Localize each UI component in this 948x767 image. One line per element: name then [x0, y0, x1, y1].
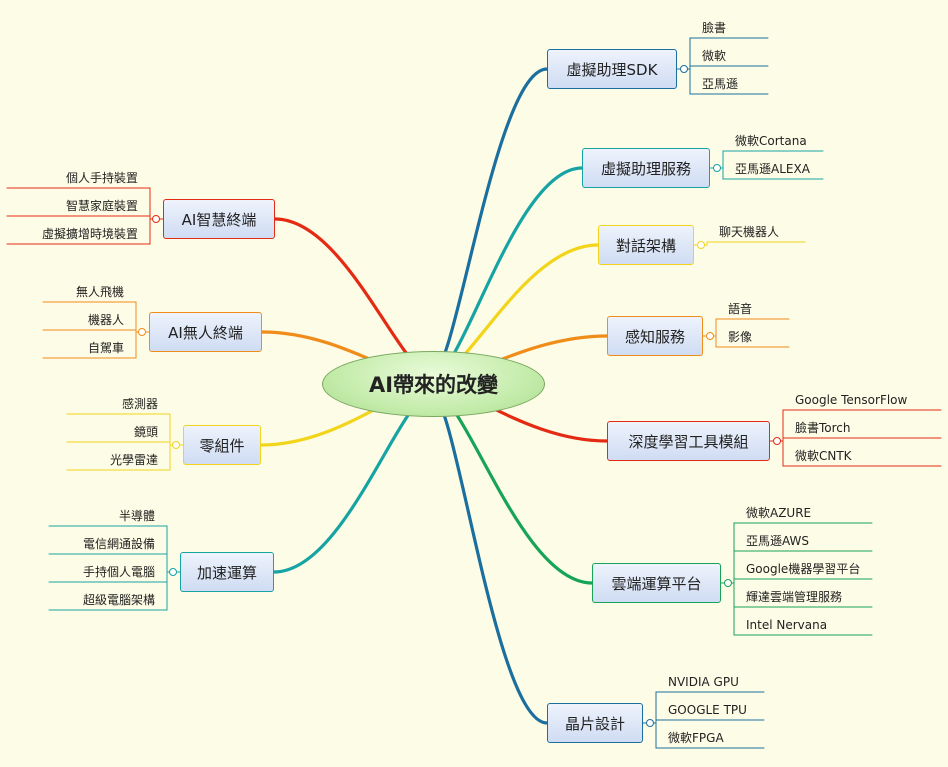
branch-line [431, 166, 584, 378]
leaf-label[interactable]: 半導體 [118, 509, 155, 523]
leaf-label[interactable]: 智慧家庭裝置 [65, 199, 138, 213]
leaf-connector [653, 719, 765, 724]
leaf-connector [48, 571, 170, 611]
leaf-label[interactable]: 光學雷達 [109, 453, 158, 467]
leaf-label[interactable]: 超級電腦架構 [82, 593, 155, 607]
collapse-toggle-icon[interactable] [773, 437, 781, 445]
topic-2[interactable]: 虛擬助理服務 [582, 148, 710, 188]
leaf-label[interactable]: Google機器學習平台 [746, 562, 861, 576]
leaf-label[interactable]: 微軟CNTK [795, 449, 852, 463]
leaf-connector [653, 722, 765, 749]
leaf-label[interactable]: 亞馬遜AWS [746, 534, 810, 548]
leaf-label[interactable]: 虛擬擴增時境裝置 [41, 227, 138, 241]
collapse-toggle-icon[interactable] [169, 568, 177, 576]
leaf-connector [687, 65, 769, 70]
leaf-connector [780, 440, 942, 467]
topic-5[interactable]: 深度學習工具模組 [607, 421, 770, 461]
leaf-label[interactable]: 語音 [728, 302, 753, 316]
leaf-connector [780, 437, 942, 442]
leaf-label[interactable]: 電信網通設備 [82, 537, 155, 551]
topic-3[interactable]: 對話架構 [598, 225, 694, 265]
leaf-connector [687, 37, 769, 70]
branch-line [431, 67, 549, 375]
leaf-label[interactable]: 自駕車 [87, 341, 124, 355]
collapse-toggle-icon[interactable] [646, 719, 654, 727]
topic-9[interactable]: AI無人終端 [149, 312, 262, 352]
leaf-label[interactable]: 微軟AZURE [746, 506, 812, 520]
leaf-label[interactable]: 影像 [728, 330, 753, 344]
leaf-label[interactable]: 微軟 [702, 49, 727, 63]
collapse-toggle-icon[interactable] [680, 65, 688, 73]
leaf-connector [66, 444, 173, 471]
leaf-label[interactable]: 臉書 [702, 21, 727, 35]
leaf-label[interactable]: 聊天機器人 [719, 225, 780, 239]
leaf-label[interactable]: 微軟FPGA [668, 731, 724, 745]
leaf-label[interactable]: 臉書Torch [795, 421, 851, 435]
leaf-connector [66, 441, 173, 446]
leaf-label[interactable]: 微軟Cortana [735, 134, 807, 148]
leaf-label[interactable]: 機器人 [87, 313, 124, 327]
topic-8[interactable]: AI智慧終端 [163, 199, 275, 239]
leaf-connector [704, 241, 806, 246]
leaf-connector [6, 218, 153, 245]
leaf-label[interactable]: 感測器 [121, 397, 158, 411]
topic-1[interactable]: 虛擬助理SDK [547, 49, 677, 89]
leaf-connector [687, 68, 769, 95]
leaf-label[interactable]: GOOGLE TPU [668, 703, 747, 717]
leaf-connector [42, 331, 139, 359]
leaf-label[interactable]: 亞馬遜 [702, 77, 739, 91]
topic-6[interactable]: 雲端運算平台 [592, 563, 721, 603]
leaf-connector [731, 582, 873, 636]
collapse-toggle-icon[interactable] [724, 579, 732, 587]
topic-10[interactable]: 零組件 [183, 425, 261, 465]
topic-4[interactable]: 感知服務 [607, 316, 703, 356]
leaf-label[interactable]: 亞馬遜ALEXA [735, 162, 810, 176]
leaf-label[interactable]: 輝達雲端管理服務 [746, 590, 843, 604]
topic-7[interactable]: 晶片設計 [547, 703, 643, 743]
leaf-connector [6, 215, 153, 220]
collapse-toggle-icon[interactable] [706, 332, 714, 340]
collapse-toggle-icon[interactable] [713, 164, 721, 172]
leaf-label[interactable]: 鏡頭 [133, 425, 158, 439]
leaf-label[interactable]: Google TensorFlow [795, 393, 908, 407]
leaf-label[interactable]: 無人飛機 [75, 285, 124, 299]
leaf-connector [720, 167, 824, 180]
branch-line [431, 390, 594, 585]
collapse-toggle-icon[interactable] [152, 215, 160, 223]
leaf-connector [731, 578, 873, 584]
collapse-toggle-icon[interactable] [697, 241, 705, 249]
collapse-toggle-icon[interactable] [172, 441, 180, 449]
central-topic[interactable]: AI帶來的改變 [322, 351, 545, 417]
leaf-label[interactable]: 個人手持裝置 [65, 171, 138, 185]
branch-line [431, 394, 549, 725]
collapse-toggle-icon[interactable] [138, 328, 146, 336]
leaf-label[interactable]: 手持個人電腦 [82, 565, 155, 579]
leaf-label[interactable]: NVIDIA GPU [668, 675, 739, 689]
leaf-connector [713, 335, 790, 348]
leaf-connector [42, 329, 139, 333]
topic-11[interactable]: 加速運算 [180, 552, 274, 592]
leaf-label[interactable]: Intel Nervana [746, 618, 828, 632]
